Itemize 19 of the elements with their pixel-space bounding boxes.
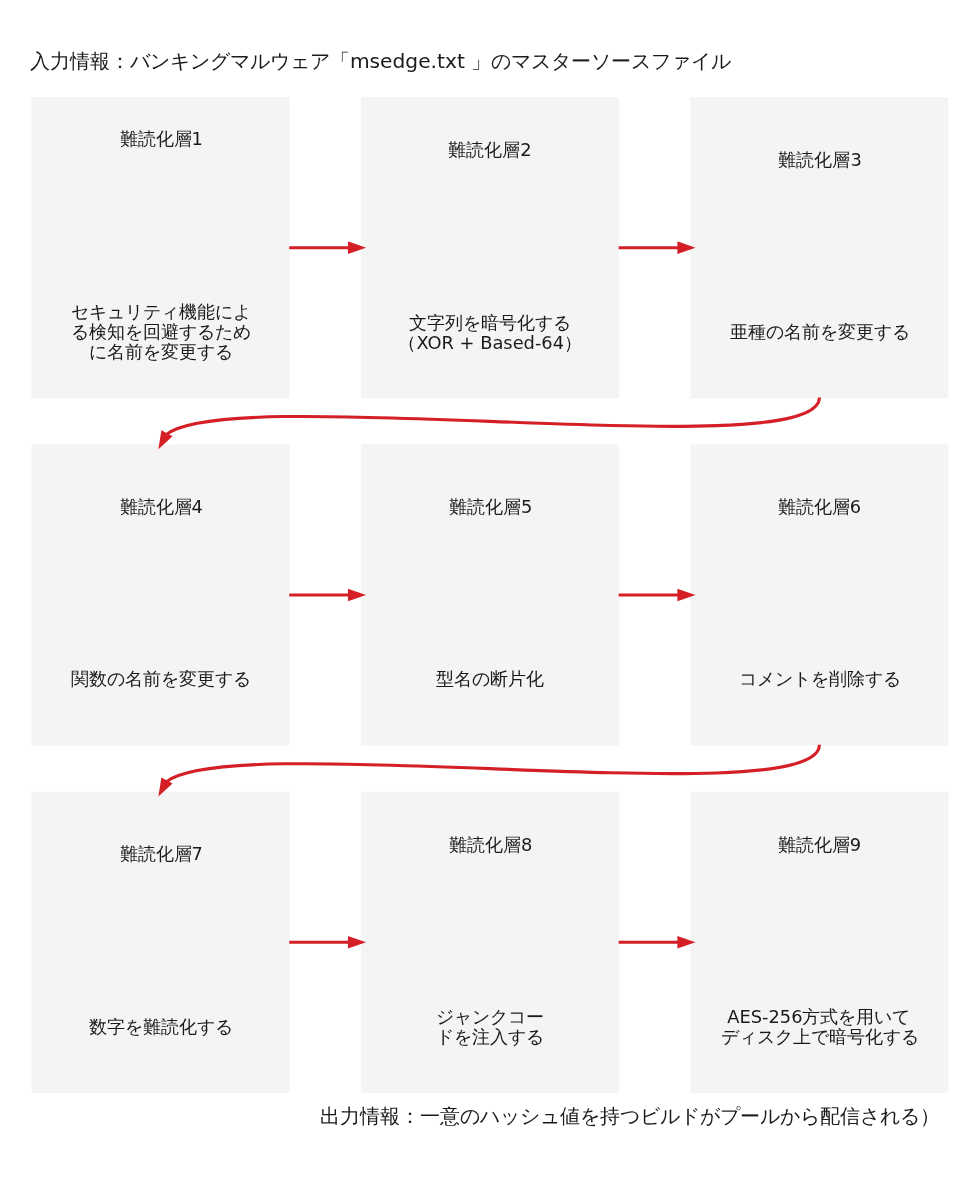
node-box: 難読化層6 コメントを削除する: [690, 444, 949, 745]
node-box: 難読化層2 文字列を暗号化する（XOR + Based-64）: [360, 96, 620, 398]
diagram-title: 入力情報：バンキングマルウェア「msedge.txt 」のマスターソースファイル: [29, 48, 732, 73]
arrow: [158, 396, 821, 449]
node-box: 難読化層8 ジャンクコードを注入する: [360, 791, 620, 1093]
node-box: 難読化層1 セキュリティ機能による検知を回避するために名前を変更する: [31, 96, 290, 398]
node-box: 難読化層9 AES-256方式を用いてディスク上で暗号化する: [690, 791, 949, 1093]
node-box: 難読化層5 型名の断片化: [360, 444, 620, 745]
arrow: [618, 240, 696, 254]
node-box: 難読化層3 亜種の名前を変更する: [690, 96, 949, 398]
arrow: [289, 240, 367, 254]
node-box: 難読化層4 関数の名前を変更する: [31, 444, 290, 745]
arrow: [618, 588, 696, 601]
arrow: [289, 588, 367, 601]
arrow: [618, 935, 696, 949]
arrow: [158, 743, 821, 797]
arrow: [289, 935, 367, 949]
node-box: 難読化層7 数字を難読化する: [31, 791, 290, 1093]
caption: 出力情報：一意のハッシュ値を持つビルドがプールから配信される）: [319, 1103, 940, 1128]
